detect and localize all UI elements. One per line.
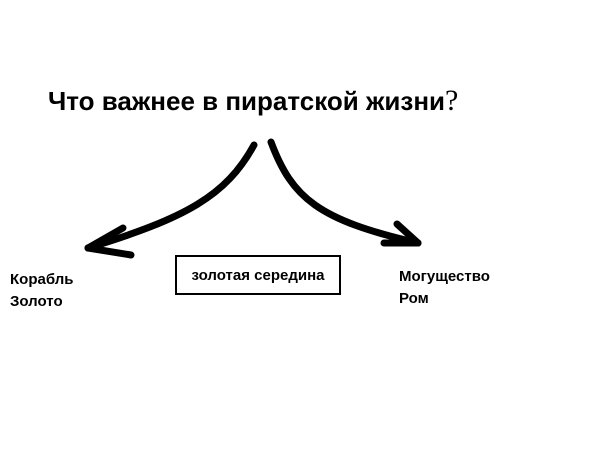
left-arrow-curve xyxy=(84,141,258,252)
middle-option-label: золотая середина xyxy=(191,266,325,284)
title-text: Что важнее в пиратской жизни xyxy=(48,86,446,116)
left-options: Корабль Золото xyxy=(10,269,73,313)
right-option-power: Могущество xyxy=(399,268,490,285)
right-option-rum: Ром xyxy=(399,290,429,307)
right-options: Могущество Ром xyxy=(399,266,490,310)
diagram-title: Что важнее в пиратской жизни? xyxy=(48,84,458,118)
left-arrow-head-lower xyxy=(84,244,135,259)
right-arrow xyxy=(267,138,422,247)
left-option-gold: Золото xyxy=(10,293,63,310)
left-arrow xyxy=(84,141,258,259)
right-arrow-curve xyxy=(267,138,422,247)
left-arrow-head-upper xyxy=(84,224,127,252)
title-question-mark: ? xyxy=(445,84,459,117)
left-option-ship: Корабль xyxy=(10,271,74,288)
middle-option-box: золотая середина xyxy=(175,255,341,295)
